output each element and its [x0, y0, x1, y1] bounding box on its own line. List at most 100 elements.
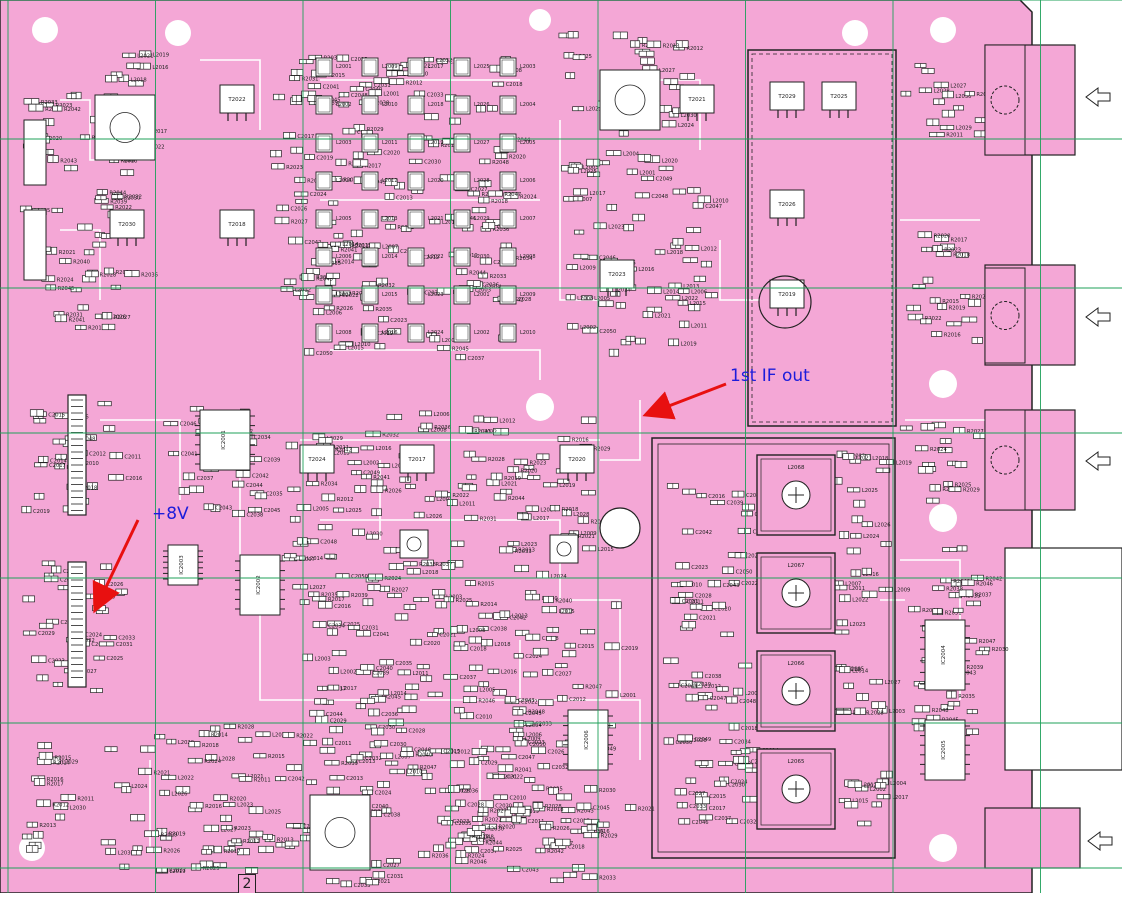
part-label: C2044	[681, 683, 699, 689]
part-label: R2029	[963, 487, 980, 493]
inductor-label: L2021	[428, 216, 444, 222]
part-label: C2044	[246, 483, 264, 489]
smd-part	[213, 862, 227, 868]
transistor: T2023	[599, 259, 635, 296]
part-label: C2050	[316, 351, 333, 357]
part-label: L2022	[178, 776, 194, 782]
smd-part: C2044	[309, 709, 344, 718]
part-label: R2011	[254, 777, 271, 783]
smd-part: R2037	[421, 559, 452, 568]
part-label: C2032	[740, 820, 757, 826]
part-label: C2029	[330, 719, 347, 725]
smd-part	[299, 599, 310, 605]
part-label: R2028	[545, 804, 562, 810]
smd-part	[663, 657, 679, 664]
part-label: L2011	[353, 244, 369, 250]
smd-part: L2025	[332, 507, 362, 514]
part-label: C2025	[343, 622, 360, 628]
part-label: L2005	[594, 296, 610, 302]
smd-part	[922, 462, 935, 467]
part-label: R2030	[487, 827, 504, 833]
component-box	[94, 94, 156, 161]
smd-part	[500, 488, 513, 495]
part-label: L2030	[118, 850, 134, 856]
smd-part: C2012	[557, 695, 586, 703]
smd-part	[694, 760, 709, 766]
smd-part	[352, 151, 364, 160]
smd-part: R2017	[934, 234, 967, 244]
smd-part: R2013	[646, 40, 680, 49]
inductor-label: L2025	[474, 64, 490, 70]
smd-part	[615, 302, 626, 309]
part-label: R2048	[477, 835, 494, 841]
transistor-label: T2017	[407, 457, 426, 463]
part-label: L2019	[681, 342, 697, 348]
smd-part	[834, 629, 850, 635]
shield-vco	[747, 49, 897, 427]
smd-part: C2034	[719, 739, 752, 746]
smd-part	[314, 698, 328, 705]
smd-part	[606, 204, 617, 211]
part-label: L2025	[265, 810, 281, 816]
part-label: C2028	[515, 297, 532, 303]
part-label: C2022	[741, 581, 758, 587]
part-label: C2029	[376, 331, 393, 337]
part-label: R2012	[406, 80, 423, 86]
smd-part: C2028	[455, 799, 484, 808]
smd-part	[326, 272, 340, 279]
smd-part: R2012	[36, 799, 69, 809]
part-label: C2037	[197, 476, 214, 482]
ic-label: IC2005	[941, 740, 947, 760]
part-label: R2011	[332, 445, 349, 451]
smd-part	[572, 54, 586, 60]
smd-part: L2025	[846, 487, 878, 494]
smd-part	[178, 487, 190, 495]
inductor-label: L2010	[520, 330, 536, 336]
part-label: L2013	[512, 613, 528, 619]
part-label: C2028	[408, 728, 425, 734]
inductor-label: L2009	[520, 292, 536, 298]
smd-part	[287, 486, 301, 492]
part-label: C2032	[436, 58, 453, 64]
part-label: L2013	[334, 450, 350, 456]
smd-part: L2029	[255, 731, 288, 738]
smd-part: C2024	[513, 653, 543, 660]
smd-part	[523, 777, 536, 783]
part-label: R2042	[64, 107, 81, 113]
part-label: L2008	[849, 453, 865, 459]
part-label: L2017	[341, 686, 357, 692]
part-label: C2023	[528, 740, 545, 746]
smd-part: C2036	[466, 280, 499, 288]
smd-part	[900, 90, 912, 97]
transistor: T2030	[109, 209, 145, 246]
ic-chip: IC2004	[920, 619, 970, 691]
smd-part: L2027	[933, 81, 966, 90]
rf-filter-module: L2066	[756, 650, 836, 732]
smd-part: R2015	[464, 580, 495, 588]
part-label: L2001	[436, 497, 452, 503]
smd-part: L2022	[665, 295, 698, 302]
smd-part: L2027	[203, 824, 237, 834]
smd-part: C2038	[232, 509, 263, 519]
part-label: C2039	[372, 670, 389, 676]
part-label: R2015	[478, 582, 495, 588]
smd-part	[966, 728, 979, 735]
inductor-box: L2011	[361, 133, 398, 153]
part-label: C2035	[395, 661, 412, 667]
smd-part	[942, 547, 958, 552]
part-label: L2016	[152, 65, 168, 71]
smd-part	[527, 475, 541, 480]
smd-part	[939, 438, 952, 444]
part-label: C2030	[390, 742, 407, 748]
smd-part	[567, 31, 579, 39]
smd-part	[333, 233, 344, 239]
smd-part	[875, 467, 891, 473]
part-label: L2001	[639, 170, 655, 176]
part-label: L2001	[383, 92, 399, 98]
smd-part	[849, 458, 862, 464]
smd-part: L2023	[836, 619, 866, 628]
part-label: L2025	[581, 169, 597, 175]
smd-part: C2029	[468, 757, 498, 767]
smd-part: C2036	[663, 737, 692, 746]
